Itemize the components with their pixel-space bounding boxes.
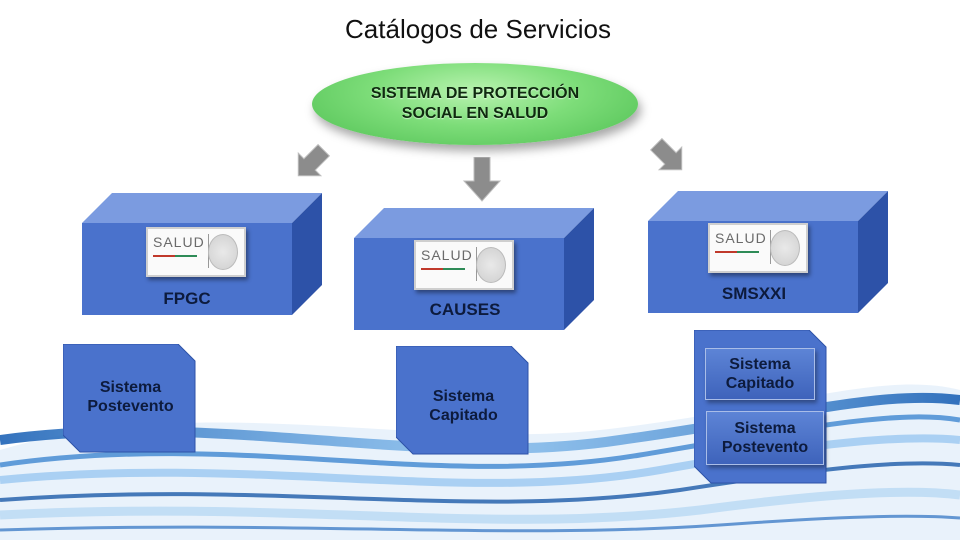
arrow-right-icon — [649, 137, 683, 171]
card-fpgc-label: Sistema Postevento — [87, 379, 174, 415]
box-causes: SALUD CAUSES — [354, 208, 599, 333]
arrow-down-icon — [462, 157, 502, 202]
salud-logo: SALUD — [146, 227, 246, 277]
card-causes-label: Sistema Capitado — [429, 388, 498, 424]
box-smsxxi: SALUD SMSXXI — [648, 191, 893, 316]
smsxxi-item-capitado: Sistema Capitado — [705, 348, 815, 400]
box-fpgc-label: FPGC — [163, 289, 211, 308]
card-causes-capitado: Sistema Capitado — [396, 346, 531, 456]
root-node-label: SISTEMA DE PROTECCIÓN SOCIAL EN SALUD — [370, 85, 580, 122]
salud-logo: SALUD — [414, 240, 514, 290]
box-causes-label: CAUSES — [429, 300, 501, 319]
box-fpgc: SALUD FPGC — [82, 193, 327, 318]
salud-logo: SALUD — [708, 223, 808, 273]
box-smsxxi-label: SMSXXI — [721, 284, 787, 303]
card-fpgc-postevento: Sistema Postevento — [63, 344, 198, 454]
page-title: Catálogos de Servicios — [345, 14, 611, 44]
arrow-left-icon — [297, 143, 331, 177]
root-node: SISTEMA DE PROTECCIÓN SOCIAL EN SALUD — [312, 63, 638, 145]
smsxxi-item-postevento: Sistema Postevento — [706, 411, 824, 465]
